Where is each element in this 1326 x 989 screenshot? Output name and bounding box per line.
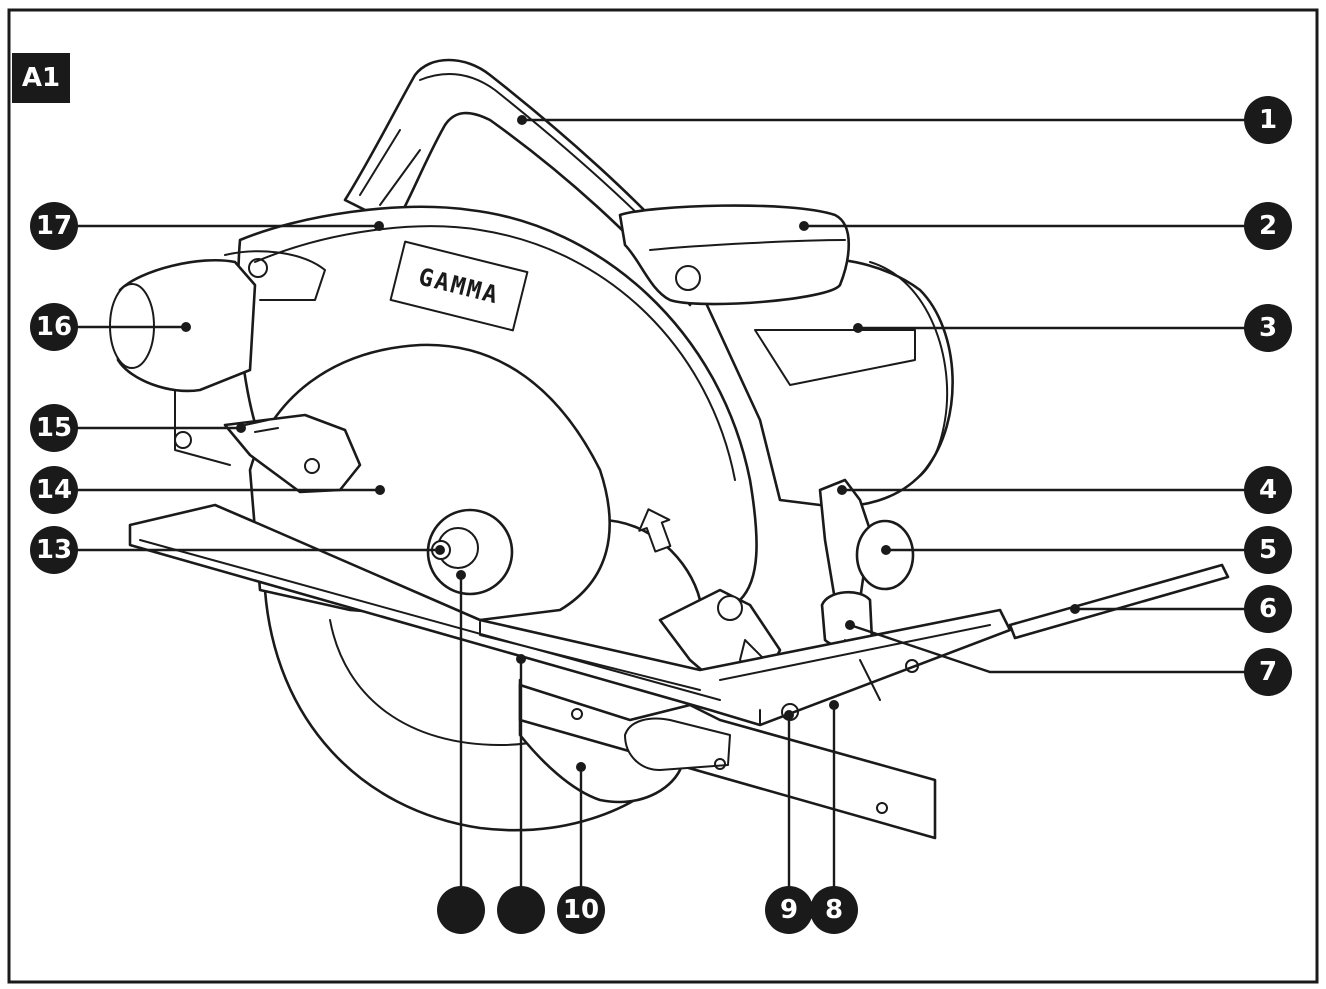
callout-7: 7 (1244, 648, 1292, 696)
fence-handle (624, 717, 731, 771)
figure-frame (7, 8, 1319, 984)
leader-14-dot (375, 485, 385, 495)
switch-housing (618, 204, 851, 306)
fence-hole-2 (714, 758, 726, 770)
leader-1-dot (517, 115, 527, 125)
figure-label-bg (12, 53, 70, 103)
leader-4-dot (837, 485, 847, 495)
rotation-arrow-icon (638, 508, 672, 553)
base-plate-slot (479, 621, 761, 726)
callout-12 (437, 886, 485, 934)
lever-pivot (304, 458, 320, 474)
leader-12-dot (456, 570, 466, 580)
base-plate (128, 503, 1012, 727)
callout-4-number: 4 (1259, 475, 1277, 505)
leader-9-dot (784, 710, 794, 720)
callouts: 1 2 3 4 5 6 7 8 (30, 96, 1292, 934)
guard-pivot (174, 431, 192, 449)
callout-7-number: 7 (1259, 657, 1277, 687)
handle-grip-lines (359, 129, 421, 206)
callout-15-number: 15 (36, 413, 72, 443)
callout-4: 4 (1244, 466, 1292, 514)
callout-6: 6 (1244, 585, 1292, 633)
figure-label: A1 (12, 53, 70, 103)
callout-3-number: 3 (1259, 313, 1277, 343)
switch-housing-seam (649, 239, 846, 251)
callout-3: 3 (1244, 304, 1292, 352)
callout-6-number: 6 (1259, 594, 1277, 624)
callout-14-number: 14 (36, 475, 72, 505)
callout-9: 9 (765, 886, 813, 934)
base-plate-edge (139, 539, 721, 701)
fence-hole-1 (571, 708, 583, 720)
dust-port-screw (248, 258, 268, 278)
callout-8-number: 8 (825, 895, 843, 925)
leader-2-dot (799, 221, 809, 231)
callout-5: 5 (1244, 526, 1292, 574)
base-rail-lines (719, 624, 991, 701)
callout-13: 13 (30, 526, 78, 574)
brand-plate-border (389, 240, 529, 332)
leader-17-dot (374, 221, 384, 231)
callout-2: 2 (1244, 202, 1292, 250)
figure-label-text: A1 (22, 63, 60, 93)
upper-guard-rim (254, 225, 736, 481)
leader-7 (849, 623, 1266, 674)
callout-1-number: 1 (1259, 105, 1277, 135)
lever-grip-ridges (244, 419, 279, 433)
base-screw-right (905, 659, 919, 673)
leader-lines (76, 115, 1266, 888)
lower-guard-lever (223, 413, 362, 494)
dust-port-bracket (224, 250, 326, 301)
leader-7-dot (845, 620, 855, 630)
bevel-bracket-bolt (717, 595, 743, 621)
saw-illustration: GAMMA (109, 58, 1230, 840)
leader-15-dot (236, 423, 246, 433)
guard-bracket (174, 389, 231, 466)
parallel-guide-bar (1008, 563, 1230, 640)
callout-16-number: 16 (36, 312, 72, 342)
callout-13-number: 13 (36, 535, 72, 565)
callout-5-number: 5 (1259, 535, 1277, 565)
leader-13-dot (435, 545, 445, 555)
leader-8-dot (829, 700, 839, 710)
blade-disc (248, 343, 611, 622)
leader-10-dot (576, 762, 586, 772)
callout-1: 1 (1244, 96, 1292, 144)
callout-2-number: 2 (1259, 211, 1277, 241)
callout-9-number: 9 (780, 895, 798, 925)
depth-lock-knob (855, 519, 915, 591)
leader-16-dot (181, 322, 191, 332)
fence-hole-3 (876, 802, 888, 814)
callout-14: 14 (30, 466, 78, 514)
callout-15: 15 (30, 404, 78, 452)
callout-17: 17 (30, 202, 78, 250)
leader-5-dot (881, 545, 891, 555)
callout-10: 10 (557, 886, 605, 934)
leader-11-dot (516, 654, 526, 664)
lock-off-button (675, 265, 701, 291)
callout-8: 8 (810, 886, 858, 934)
leader-3-dot (853, 323, 863, 333)
leader-6-dot (1070, 604, 1080, 614)
callout-17-number: 17 (36, 211, 72, 241)
callout-16: 16 (30, 303, 78, 351)
motor-end-cap (869, 261, 949, 481)
callout-10-number: 10 (563, 895, 599, 925)
brand-plate: GAMMA (389, 240, 529, 332)
callout-11 (497, 886, 545, 934)
